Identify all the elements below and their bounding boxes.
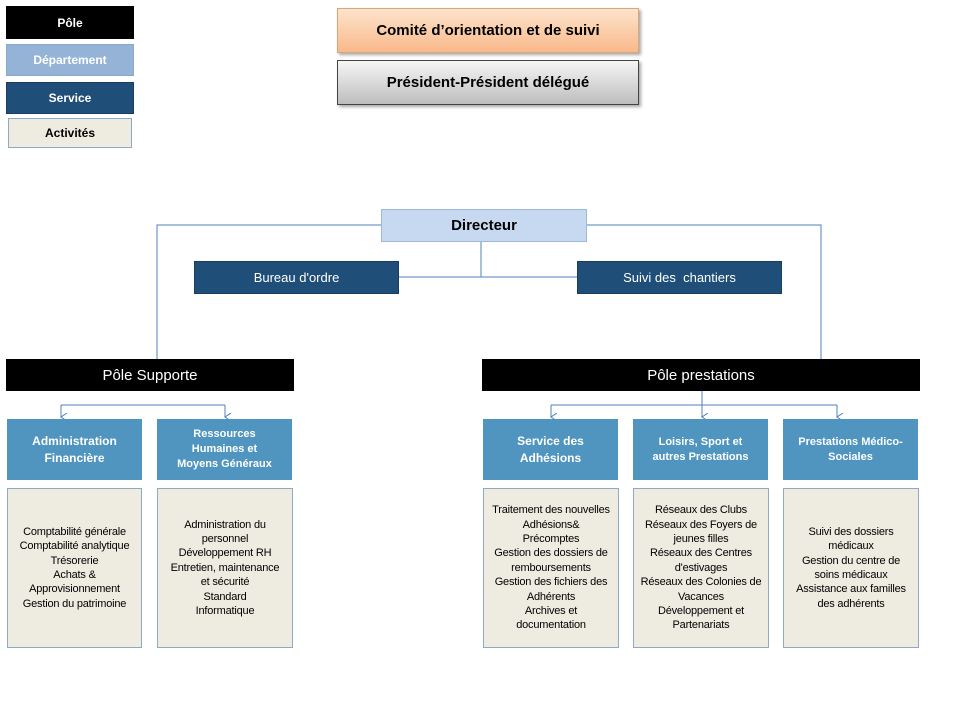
dept-admin-line2: Financière — [44, 450, 105, 465]
activity-item: documentation — [516, 619, 586, 632]
legend-pole-label: Pôle — [57, 15, 83, 30]
dept-loisirs-line2: autres Prestations — [652, 450, 749, 463]
activity-item: Réseaux des Clubs — [655, 504, 747, 517]
activity-item: Informatique — [195, 605, 255, 618]
pole-prestations-label: Pôle prestations — [647, 366, 755, 384]
activity-item: personnel — [201, 532, 249, 545]
dept-adhesions-line2: Adhésions — [519, 450, 582, 465]
activity-item: Réseaux des Colonies de — [640, 576, 762, 589]
activity-item: Achats & — [53, 569, 96, 581]
pole-supporte-label: Pôle Supporte — [102, 366, 198, 384]
activity-item: Réseaux des Centres — [650, 547, 752, 560]
activity-item: Comptabilité analytique — [19, 540, 130, 553]
suivi-chantiers-label: Suivi des chantiers — [623, 270, 736, 285]
legend-activites: Activités — [8, 118, 132, 148]
connector-directeur-prestations — [587, 224, 822, 359]
activity-item: Adhésions& — [522, 518, 580, 531]
activity-item: des adhérents — [817, 597, 885, 610]
bureau-ordre-box: Bureau d'ordre — [194, 261, 399, 294]
activity-item: Gestion des fichiers des — [494, 576, 608, 589]
pole-prestations-box: Pôle prestations — [482, 359, 920, 391]
dept-rh-line3: Moyens Généraux — [177, 457, 272, 470]
activities-loisirs-sport: Réseaux des Clubs Réseaux des Foyers de … — [633, 488, 769, 648]
activity-item: Traitement des nouvelles — [492, 504, 610, 517]
activity-item: Trésorerie — [50, 554, 99, 567]
legend-departement-label: Département — [33, 53, 107, 67]
activities-ressources-humaines: Administration du personnel Développemen… — [157, 488, 293, 648]
comite-label: Comité d’orientation et de suivi — [376, 22, 600, 39]
activity-item: Développement et — [657, 605, 745, 618]
activity-item: Assistance aux familles — [796, 583, 906, 596]
activity-item: jeunes filles — [673, 532, 729, 545]
comite-box: Comité d’orientation et de suivi — [337, 8, 639, 53]
directeur-box: Directeur — [381, 209, 587, 242]
dept-rh-line2: Humaines et — [191, 443, 258, 456]
dept-loisirs-sport: Loisirs, Sport et autres Prestations — [633, 419, 768, 480]
activity-item: Partenariats — [672, 619, 730, 632]
activity-item: Comptabilité générale — [23, 525, 126, 538]
activity-item: médicaux — [828, 540, 874, 553]
activity-item: soins médicaux — [814, 569, 888, 581]
dept-loisirs-line1: Loisirs, Sport et — [658, 435, 743, 448]
president-box: Président-Président délégué — [337, 60, 639, 105]
dept-prestations-medico-sociales: Prestations Médico- Sociales — [783, 419, 918, 480]
activity-item: Développement RH — [178, 547, 272, 560]
president-label: Président-Président délégué — [386, 74, 590, 91]
activity-item: Gestion du patrimoine — [22, 597, 127, 610]
legend-departement: Département — [6, 44, 134, 76]
activity-item: Gestion des dossiers de — [494, 547, 608, 560]
activities-prestations-medico-sociales: Suivi des dossiers médicaux Gestion du c… — [783, 488, 919, 648]
directeur-label: Directeur — [451, 217, 517, 234]
activities-administration-financiere: Comptabilité générale Comptabilité analy… — [7, 488, 142, 648]
activity-item: et sécurité — [200, 576, 250, 589]
dept-admin-line1: Administration — [32, 434, 117, 449]
dept-medico-line2: Sociales — [828, 450, 873, 463]
activity-item: Approvisionnement — [29, 583, 120, 596]
dept-medico-line1: Prestations Médico- — [798, 435, 903, 448]
dept-rh-line1: Ressources — [193, 428, 256, 441]
activity-item: remboursements — [511, 561, 591, 574]
legend-activites-label: Activités — [44, 126, 96, 140]
activity-item: Gestion du centre de — [801, 554, 901, 567]
activity-item: Suivi des dossiers — [808, 525, 894, 538]
connector-directeur-support — [156, 224, 381, 359]
legend-service: Service — [6, 82, 134, 114]
activity-item: Adhérents — [526, 590, 576, 603]
activity-item: Administration du — [184, 518, 266, 531]
legend-service-label: Service — [48, 91, 92, 105]
activity-item: Archives et — [524, 605, 578, 618]
activity-item: Précomptes — [522, 532, 580, 545]
activity-item: Entretien, maintenance — [170, 561, 280, 574]
bureau-ordre-label: Bureau d'ordre — [253, 270, 340, 285]
activity-item: Standard — [203, 590, 247, 603]
activity-item: Réseaux des Foyers de — [645, 518, 757, 531]
activity-item: d'estivages — [674, 561, 728, 574]
suivi-chantiers-box: Suivi des chantiers — [577, 261, 782, 294]
dept-adhesions-line1: Service des — [517, 434, 584, 449]
pole-supporte-box: Pôle Supporte — [6, 359, 294, 391]
activity-item: Vacances — [678, 590, 724, 603]
legend-pole: Pôle — [6, 6, 134, 39]
activities-service-adhesions: Traitement des nouvelles Adhésions& Préc… — [483, 488, 619, 648]
